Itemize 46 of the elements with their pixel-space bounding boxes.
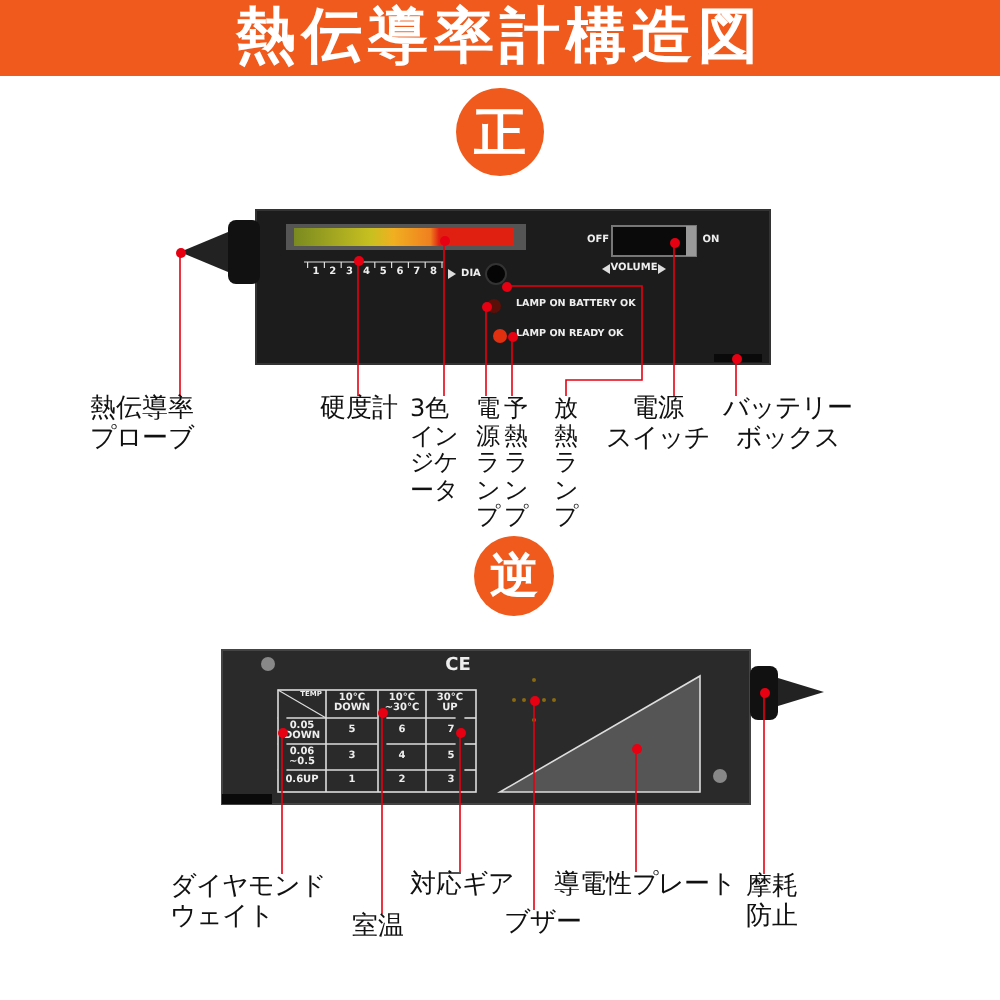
leader-line	[635, 752, 637, 873]
callout-label: 摩耗防止	[746, 874, 802, 932]
leader-dot	[175, 247, 185, 257]
device-marking: CE	[443, 656, 473, 678]
leader-dot	[353, 255, 363, 265]
leader-line	[735, 362, 737, 397]
leader-dot	[501, 281, 511, 291]
leader-dot	[507, 331, 517, 341]
side-badge: 正	[456, 88, 544, 176]
leader-line	[533, 704, 535, 911]
leader-line	[381, 716, 383, 915]
leader-dot	[481, 301, 491, 311]
callout-label: 対応ギア	[410, 872, 518, 901]
leader-dot	[439, 235, 449, 245]
callout-label: 予熱ランプ	[504, 396, 530, 531]
leader-dot	[377, 707, 387, 717]
leader-dot	[455, 727, 465, 737]
leader-line	[673, 246, 675, 397]
side-badge: 逆	[474, 536, 554, 616]
callout-label: 電源スイッチ	[602, 396, 714, 454]
callout-label: 電源ランプ	[476, 396, 502, 531]
leader-line	[485, 310, 487, 397]
leader-line	[510, 285, 643, 397]
leader-line	[763, 696, 765, 875]
leader-line	[179, 256, 181, 397]
leader-dot	[631, 743, 641, 753]
leader-line	[511, 340, 513, 397]
leader-dot	[731, 353, 741, 363]
callout-label: 3色インジケータ	[410, 396, 464, 504]
callout-label: ブザー	[504, 910, 586, 939]
leader-line	[357, 264, 359, 397]
leader-dot	[277, 727, 287, 737]
callout-label: 室温	[352, 914, 408, 943]
leader-line	[443, 244, 445, 397]
callout-label: ダイヤモンドウェイト	[170, 874, 330, 932]
callout-label: 熱伝導率プローブ	[90, 396, 202, 454]
callout-label: 硬度計	[320, 396, 400, 425]
leader-line	[281, 736, 283, 875]
leader-line	[459, 736, 461, 873]
leader-dot	[669, 237, 679, 247]
callout-label: 導電性プレート	[554, 872, 740, 901]
title-banner: 熱伝導率計構造図	[0, 0, 1000, 76]
leader-dot	[529, 695, 539, 705]
callout-label: バッテリーボックス	[716, 396, 860, 454]
leader-dot	[759, 687, 769, 697]
callout-label: 放熱ランプ	[554, 396, 580, 531]
